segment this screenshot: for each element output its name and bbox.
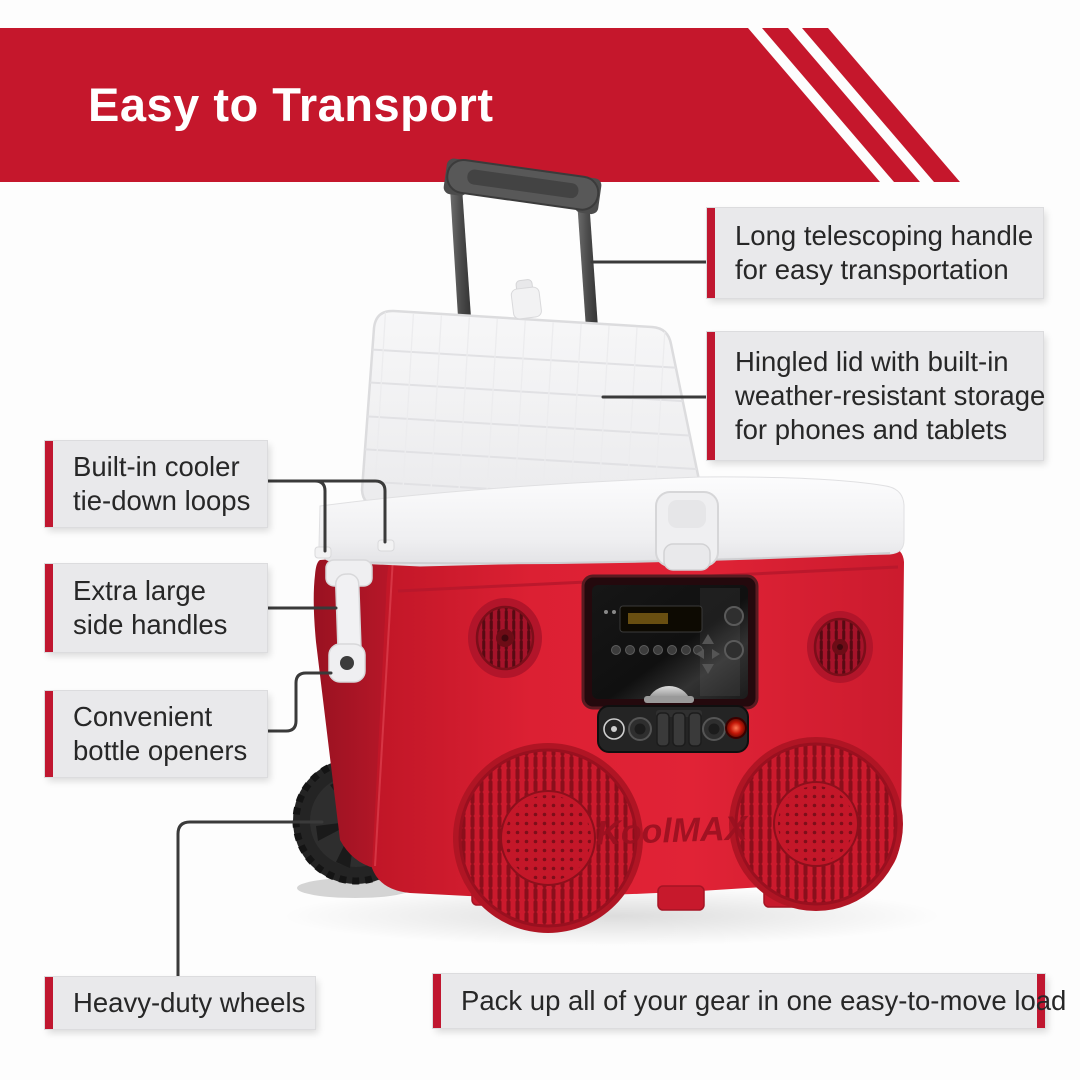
big-speaker-left: [453, 743, 643, 933]
big-speaker-right: [729, 737, 903, 911]
header-banner: [0, 28, 880, 182]
callout-line: for easy transportation: [735, 254, 1009, 285]
brand-logo: KoolMAX: [596, 809, 751, 852]
callout-line: Heavy-duty wheels: [73, 987, 306, 1018]
callout-line: side handles: [73, 609, 228, 640]
body-side-face: [313, 554, 394, 868]
connector-tiedown-b: [265, 479, 387, 544]
telescoping-handle: [443, 158, 602, 343]
page-title: Easy to Transport: [88, 78, 494, 131]
connector-wheels: [176, 820, 324, 979]
callout-hinged-lid: Hingled lid with built-in weather-resist…: [707, 332, 1046, 460]
callout-line: Pack up all of your gear in one easy-to-…: [461, 985, 1067, 1016]
small-speaker-right: [807, 611, 873, 683]
connector-openers: [265, 671, 333, 733]
callout-telescoping-handle: Long telescoping handle for easy transpo…: [707, 208, 1043, 298]
callout-pack-up: Pack up all of your gear in one easy-to-…: [433, 974, 1067, 1028]
callout-tie-down-loops: Built-in cooler tie-down loops: [45, 441, 267, 527]
callout-side-handles: Extra large side handles: [45, 564, 267, 652]
lid-grid: [362, 312, 700, 506]
power-knob: [725, 717, 747, 739]
side-handle: [325, 559, 373, 683]
callout-bottle-openers: Convenient bottle openers: [45, 691, 267, 777]
callout-heavy-duty-wheels: Heavy-duty wheels: [45, 977, 315, 1029]
callout-line: tie-down loops: [73, 485, 251, 516]
open-lid: [360, 279, 701, 508]
callout-line: Built-in cooler: [73, 451, 240, 482]
tie-down-loop-1: [314, 546, 332, 559]
callout-line: Convenient: [73, 701, 213, 732]
media-window: [581, 574, 759, 710]
connector-lines: [176, 260, 709, 979]
callout-line: Long telescoping handle: [735, 220, 1034, 251]
callout-line: weather-resistant storage: [735, 380, 1046, 411]
small-speaker-left: [468, 598, 542, 678]
lid-latch-tab: [510, 279, 542, 320]
connector-tiedown-a: [265, 479, 327, 553]
callout-line: Extra large: [73, 575, 206, 606]
control-bar: [597, 705, 749, 753]
radio-unit: [604, 605, 744, 703]
front-latch: [655, 491, 719, 571]
cooler-top-band: [314, 476, 905, 571]
handle-grip: [443, 158, 602, 215]
callout-line: for phones and tablets: [735, 414, 1008, 445]
bottle-opener: [340, 656, 354, 670]
callout-line: bottle openers: [73, 735, 248, 766]
callout-line: Hingled lid with built-in: [735, 346, 1009, 377]
